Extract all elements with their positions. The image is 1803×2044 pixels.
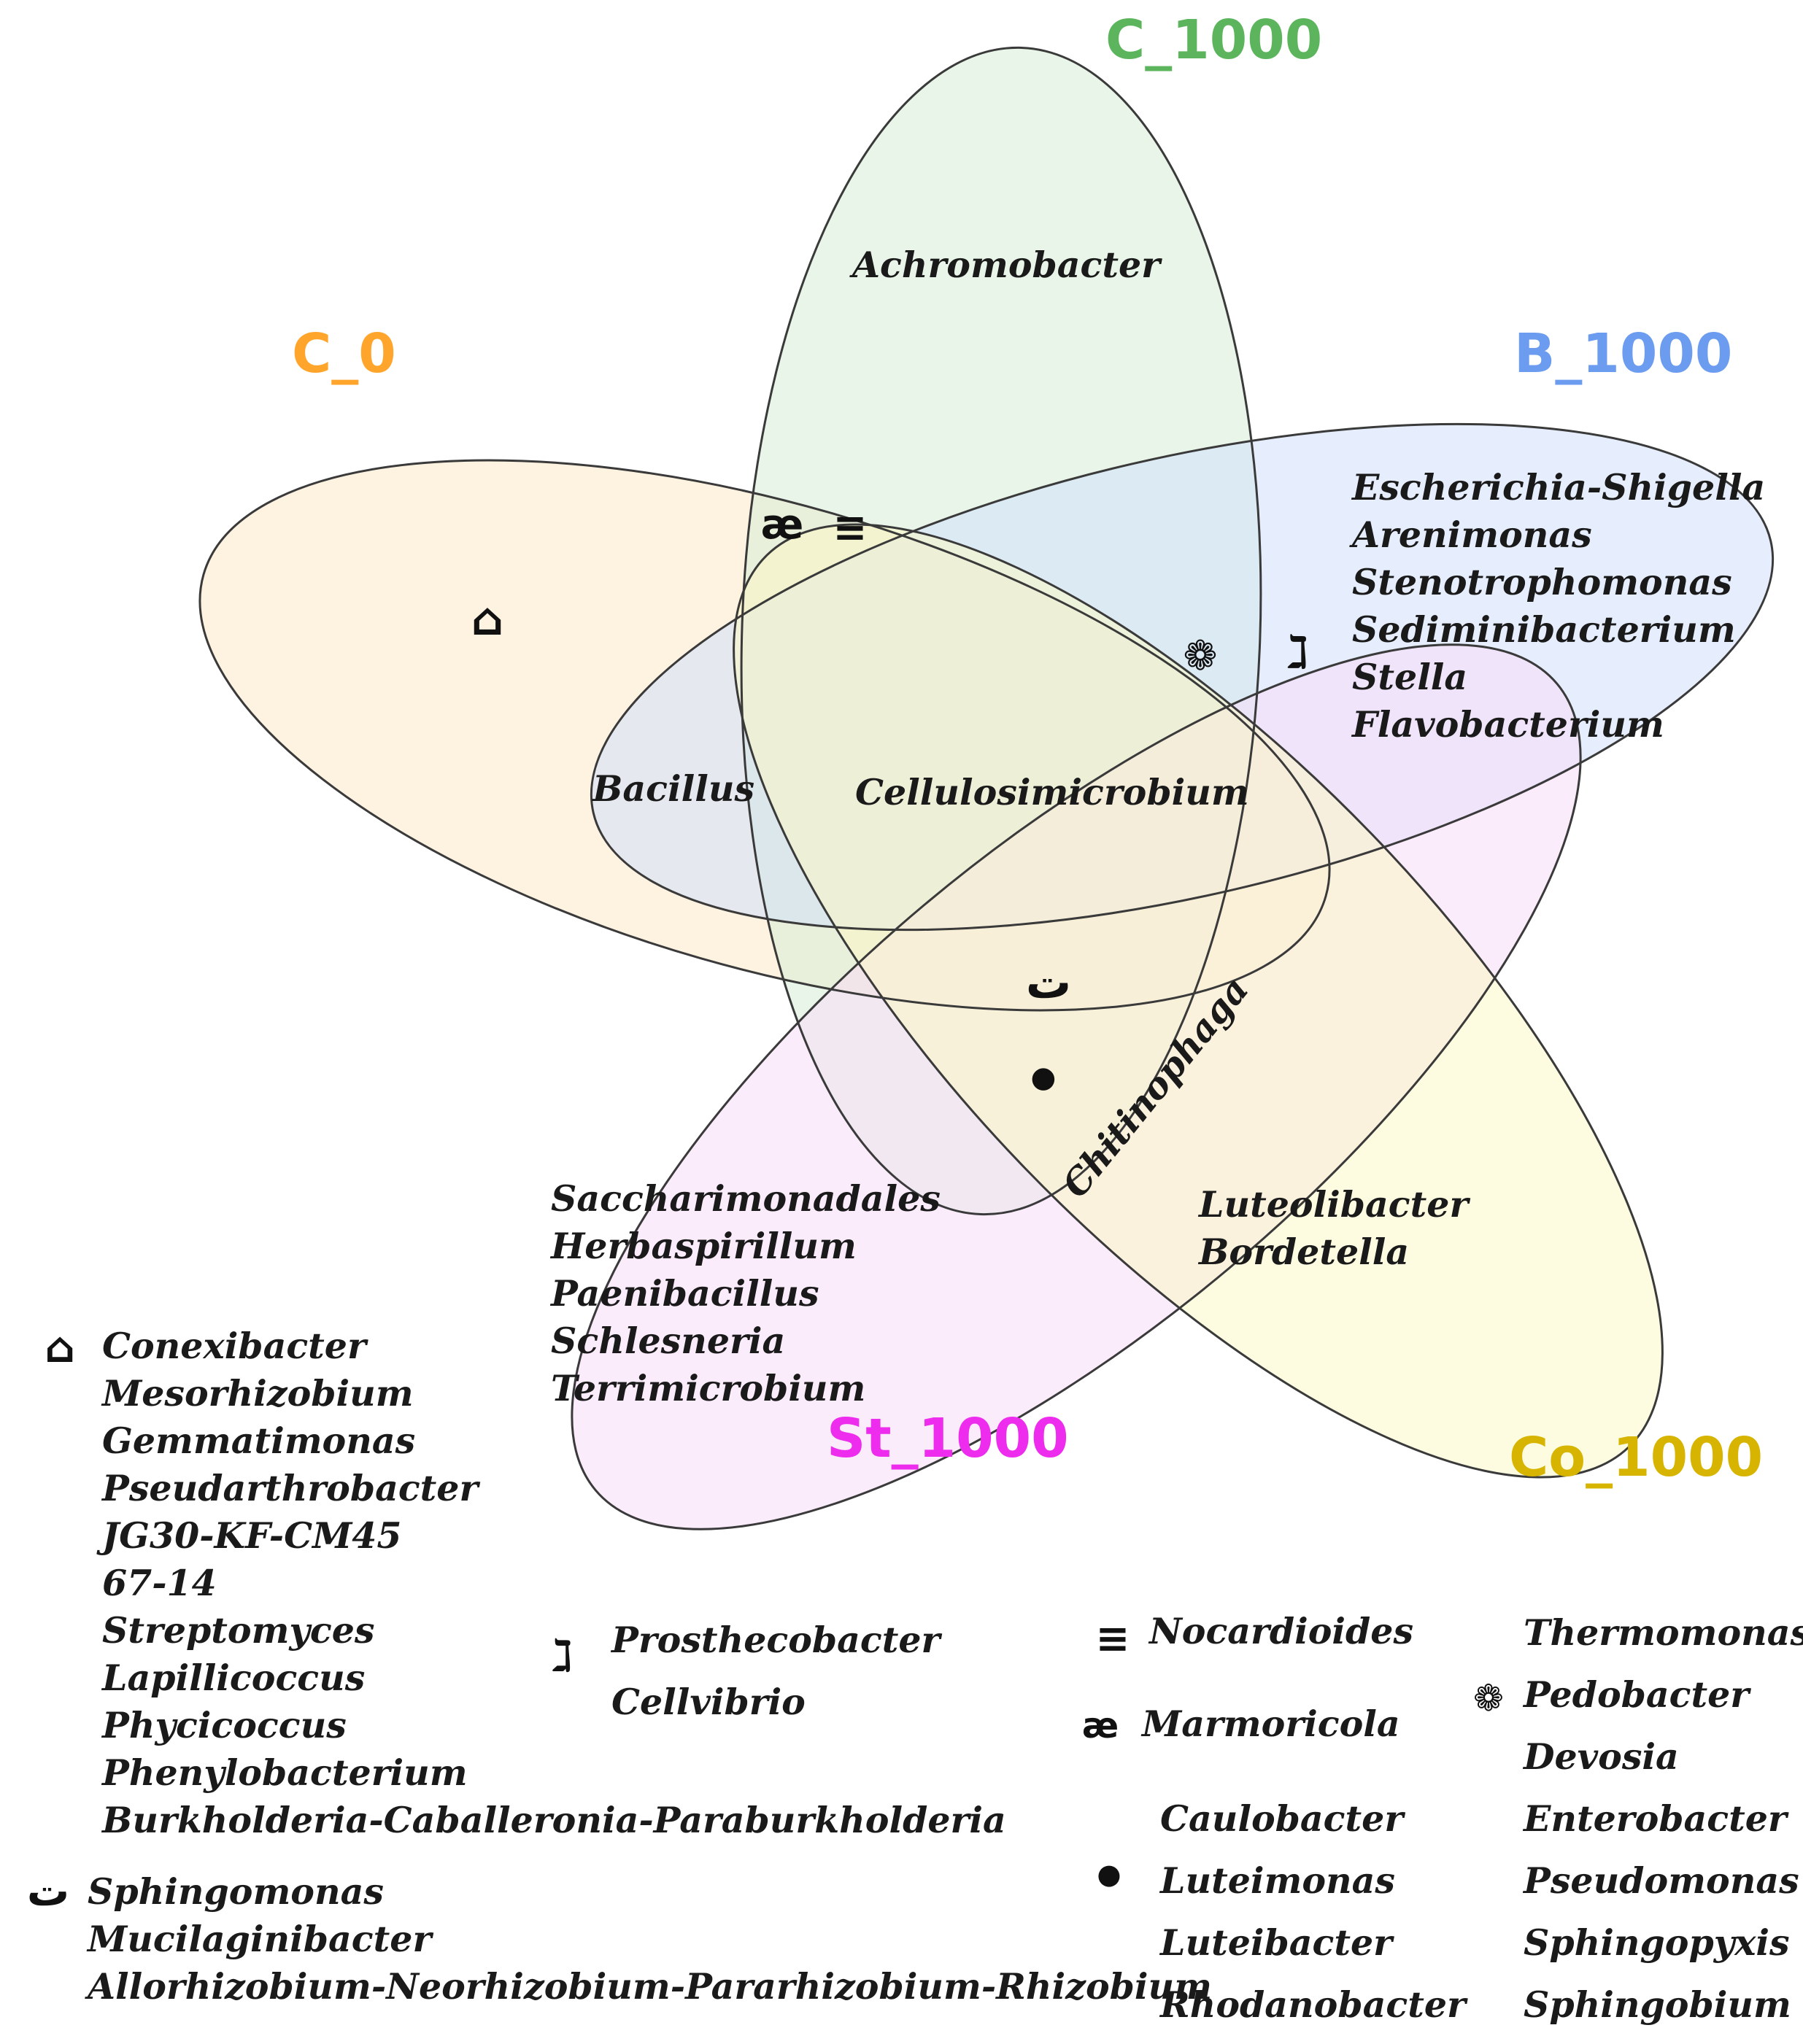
legend-lines-taxon-0: Nocardioides bbox=[1148, 1610, 1413, 1652]
st1000-taxon-2: Paenibacillus bbox=[549, 1272, 819, 1315]
legend-house-taxon-5: 67-14 bbox=[102, 1562, 217, 1604]
legend-flower-taxon-3: Enterobacter bbox=[1522, 1797, 1789, 1840]
legend-house-taxon-3: Pseudarthrobacter bbox=[101, 1467, 480, 1509]
legend-hook-icon: ℷ bbox=[551, 1630, 573, 1681]
region-co1000-only: Luteolibacter Bordetella bbox=[1197, 1183, 1470, 1273]
legend-ta-taxon-1: Mucilaginibacter bbox=[86, 1918, 433, 1960]
legend-house-taxon-8: Phycicoccus bbox=[101, 1704, 347, 1746]
ellipse-outlines bbox=[198, 46, 1775, 1530]
ellipse-c1000 bbox=[740, 46, 1262, 1216]
ellipse-st1000 bbox=[571, 643, 1582, 1530]
legend-dot-group: ● Caulobacter Luteimonas Luteibacter Rho… bbox=[1097, 1797, 1468, 2026]
legend-house-group: ⌂ Conexibacter Mesorhizobium Gemmatimona… bbox=[45, 1323, 1005, 1841]
lines-icon: ≡ bbox=[833, 504, 868, 551]
legend-dot-icon: ● bbox=[1097, 1858, 1121, 1890]
b1000-taxon-4: Stella bbox=[1352, 656, 1467, 698]
legend-flower-taxon-5: Sphingopyxis bbox=[1524, 1921, 1790, 1964]
legend-ae-icon: æ bbox=[1082, 1706, 1119, 1746]
legend-dot-taxon-0: Caulobacter bbox=[1160, 1797, 1405, 1840]
legend-house-taxon-4: JG30-KF-CM45 bbox=[96, 1514, 402, 1557]
legend-flower-taxon-0: Thermomonas bbox=[1524, 1611, 1803, 1654]
ae-icon: æ bbox=[761, 501, 804, 549]
st1000-taxon-3: Schlesneria bbox=[551, 1320, 785, 1362]
region-c1000-only-0: Achromobacter bbox=[849, 244, 1162, 286]
st1000-taxon-1: Herbaspirillum bbox=[549, 1225, 857, 1267]
legend-ta-taxon-2: Allorhizobium-Neorhizobium-Pararhizobium… bbox=[85, 1965, 1212, 2008]
legend-flower-taxon-4: Pseudomonas bbox=[1522, 1859, 1799, 1902]
ellipse-b1000 bbox=[590, 422, 1775, 932]
legend-flower-icon: ❁ bbox=[1473, 1677, 1504, 1719]
region-core: Cellulosimicrobium bbox=[855, 771, 1249, 813]
legend-house-taxon-9: Phenylobacterium bbox=[101, 1751, 468, 1794]
legend-flower-taxon-2: Devosia bbox=[1522, 1735, 1679, 1778]
st1000-taxon-4: Terrimicrobium bbox=[551, 1367, 865, 1409]
legend-house-taxon-10: Burkholderia-Caballeronia-Paraburkholder… bbox=[101, 1799, 1006, 1841]
st1000-taxon-0: Saccharimonadales bbox=[551, 1177, 941, 1220]
region-st1000-only: Saccharimonadales Herbaspirillum Paeniba… bbox=[549, 1177, 941, 1409]
region-bacillus: Bacillus bbox=[591, 767, 754, 810]
legend-flower-group: ❁ Thermomonas Pedobacter Devosia Enterob… bbox=[1473, 1611, 1803, 2026]
b1000-taxon-3: Sediminibacterium bbox=[1352, 608, 1736, 651]
legend-flower-taxon-6: Sphingobium bbox=[1524, 1983, 1791, 2026]
co1000-taxon-0: Luteolibacter bbox=[1197, 1183, 1470, 1226]
ta-icon: ت bbox=[1026, 956, 1071, 1009]
legend-house-taxon-1: Mesorhizobium bbox=[101, 1372, 414, 1414]
house-icon: ⌂ bbox=[471, 592, 503, 646]
legend-house-icon: ⌂ bbox=[45, 1323, 75, 1372]
ellipse-c0 bbox=[198, 459, 1331, 1012]
legend-dot-taxon-2: Luteibacter bbox=[1159, 1921, 1394, 1964]
legend-ae-taxon-0: Marmoricola bbox=[1140, 1703, 1400, 1745]
label-c1000: C_1000 bbox=[1105, 9, 1322, 71]
ellipse-co1000-fill bbox=[733, 524, 1663, 1477]
legend-house-taxon-6: Streptomyces bbox=[102, 1609, 375, 1652]
legend-hook-group: ℷ Prosthecobacter Cellvibrio bbox=[551, 1619, 942, 1723]
label-st1000: St_1000 bbox=[827, 1407, 1069, 1470]
legend-house-taxon-7: Lapillicoccus bbox=[101, 1657, 365, 1699]
legend-house-taxon-0: Conexibacter bbox=[102, 1325, 368, 1367]
legend-ta-taxon-0: Sphingomonas bbox=[88, 1870, 384, 1913]
legend-ae-group: æ Marmoricola bbox=[1082, 1703, 1400, 1746]
legend-dot-taxon-1: Luteimonas bbox=[1159, 1859, 1395, 1902]
ellipse-co1000 bbox=[733, 523, 1664, 1479]
b1000-taxon-5: Flavobacterium bbox=[1351, 703, 1664, 746]
legend-dot-taxon-3: Rhodanobacter bbox=[1159, 1983, 1468, 2026]
legend-hook-taxon-1: Cellvibrio bbox=[611, 1681, 806, 1723]
dot-icon: ● bbox=[1031, 1061, 1057, 1094]
flower-icon: ❁ bbox=[1184, 632, 1218, 680]
label-c0: C_0 bbox=[292, 322, 396, 385]
b1000-taxon-0: Escherichia-Shigella bbox=[1351, 466, 1765, 508]
hook-icon: ℷ bbox=[1286, 625, 1309, 678]
co1000-taxon-1: Bordetella bbox=[1197, 1231, 1409, 1273]
legend-hook-taxon-0: Prosthecobacter bbox=[610, 1619, 943, 1661]
legend-lines-icon: ≡ bbox=[1096, 1615, 1130, 1662]
legend-ta-group: ت Sphingomonas Mucilaginibacter Allorhiz… bbox=[27, 1866, 1212, 2008]
label-co1000: Co_1000 bbox=[1509, 1426, 1763, 1489]
b1000-taxon-1: Arenimonas bbox=[1349, 514, 1592, 556]
region-b1000-only: Escherichia-Shigella Arenimonas Stenotro… bbox=[1349, 466, 1765, 746]
b1000-taxon-2: Stenotrophomonas bbox=[1352, 561, 1732, 603]
legend-ta-icon: ت bbox=[27, 1866, 69, 1916]
legend-lines-group: ≡ Nocardioides bbox=[1096, 1610, 1414, 1662]
legend-house-taxon-2: Gemmatimonas bbox=[102, 1420, 415, 1462]
label-b1000: B_1000 bbox=[1514, 322, 1732, 385]
legend-flower-taxon-1: Pedobacter bbox=[1522, 1673, 1751, 1716]
